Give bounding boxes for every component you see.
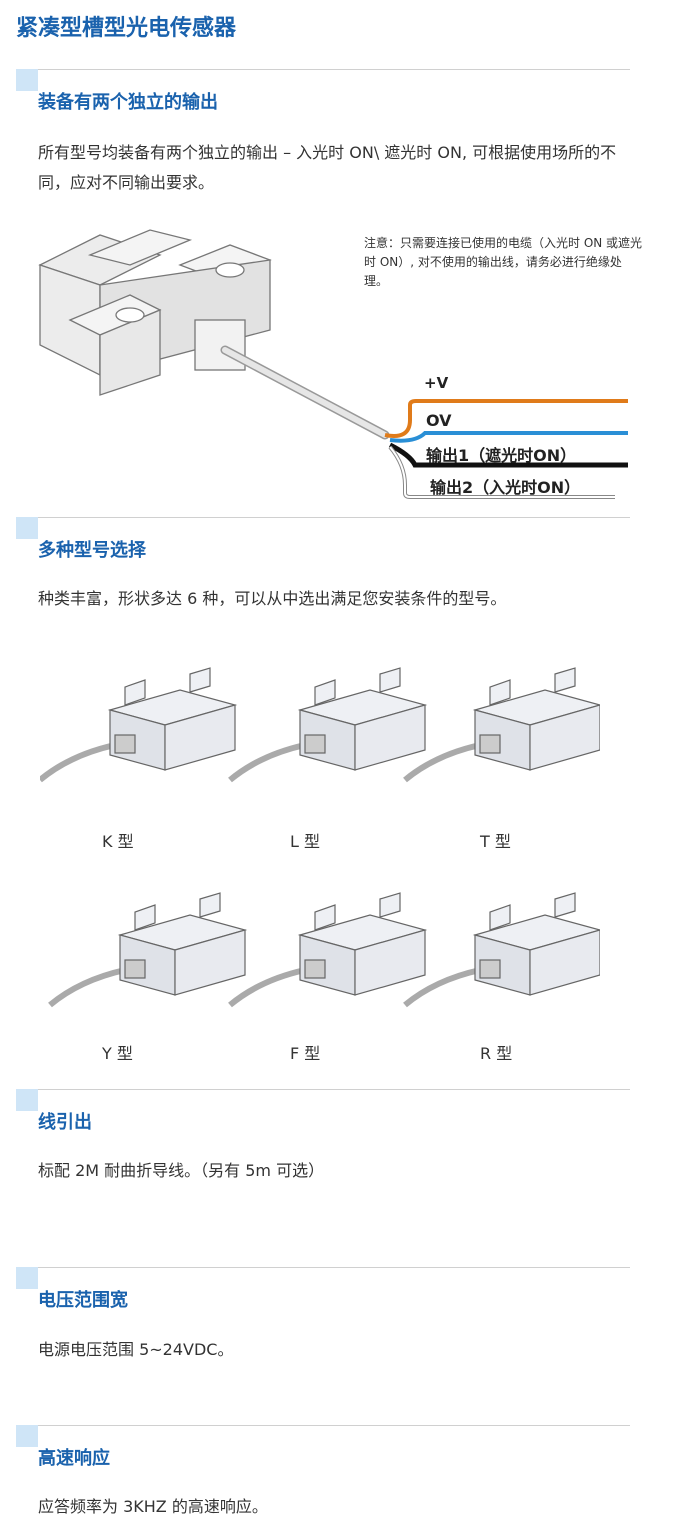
model-k-image [40,668,235,780]
model-l-image [230,668,425,780]
wire-label-output2: 输出2（入光时ON） [430,478,581,497]
model-label-f: F 型 [290,1044,321,1063]
section-heading: 电压范围宽 [38,1290,128,1311]
sensor-wiring-diagram [38,229,628,499]
divider [16,1267,630,1268]
divider [16,1425,630,1426]
page-title: 紧凑型槽型光电传感器 [16,16,237,41]
divider [16,517,630,518]
model-y-image [50,893,245,1005]
section-heading: 多种型号选择 [38,540,146,561]
wire-label-plus-v: +V [424,374,449,392]
section-body: 所有型号均装备有两个独立的输出 – 入光时 ON\ 遮光时 ON, 可根据使用场… [38,143,617,192]
accent-square [16,69,38,91]
section-body: 标配 2M 耐曲折导线。（另有 5m 可选） [38,1161,325,1180]
divider [16,69,630,70]
section-heading: 装备有两个独立的输出 [38,92,218,113]
wiring-note: 注意：只需要连接已使用的电缆（入光时 ON 或遮光时 ON）, 对不使用的输出线… [364,236,643,288]
model-label-t: T 型 [480,832,511,851]
model-label-y: Y 型 [102,1044,133,1063]
model-label-l: L 型 [290,832,321,851]
accent-square [16,1267,38,1289]
accent-square [16,1089,38,1111]
model-label-k: K 型 [102,832,134,851]
wire-label-0v: OV [426,411,452,430]
accent-square [16,1425,38,1447]
model-label-r: R 型 [480,1044,513,1063]
section-body: 种类丰富，形状多达 6 种，可以从中选出满足您安装条件的型号。 [38,589,507,608]
wire-label-output1: 输出1（遮光时ON） [426,446,577,465]
section-body: 电源电压范围 5~24VDC。 [38,1340,234,1359]
accent-square [16,517,38,539]
section-body: 应答频率为 3KHZ 的高速响应。 [38,1497,268,1516]
model-f-image [230,893,425,1005]
model-t-image [405,668,600,780]
section-heading: 线引出 [38,1112,92,1133]
model-r-image [405,893,600,1005]
divider [16,1089,630,1090]
section-heading: 高速响应 [38,1448,110,1469]
